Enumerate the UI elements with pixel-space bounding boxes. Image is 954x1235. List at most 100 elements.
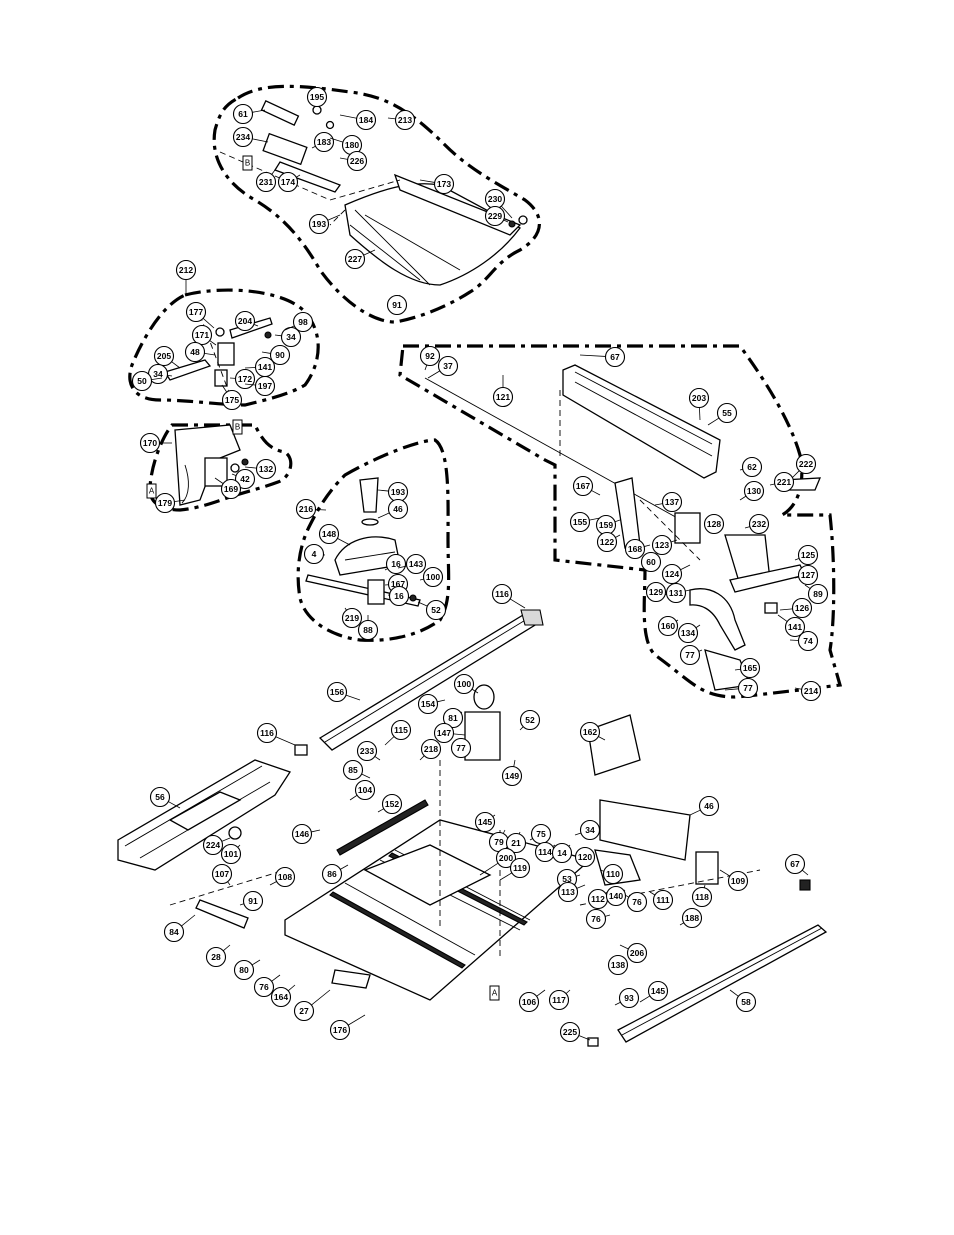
callout-circle <box>270 986 292 1008</box>
callout-leader <box>329 137 344 143</box>
callout-circle <box>651 534 673 556</box>
callout-leader <box>271 169 276 175</box>
callout-circle <box>491 583 513 605</box>
callout-circle <box>254 375 276 397</box>
callout-46: 46 <box>377 498 409 520</box>
callout-155: 155 <box>569 511 601 533</box>
callout-number: 115 <box>394 725 408 735</box>
callout-circle <box>306 86 328 108</box>
callout-leader <box>794 558 800 561</box>
callout-circle <box>688 387 710 409</box>
callout-34: 34 <box>574 819 601 841</box>
callout-circle <box>800 680 822 702</box>
callout-number: 128 <box>707 519 721 529</box>
callout-circle <box>559 1021 581 1043</box>
callout-circle <box>737 677 759 699</box>
callout-circle <box>681 907 703 929</box>
reference-mark-b-2: B <box>232 419 243 435</box>
callout-circle <box>605 885 627 907</box>
callout-147: 147 <box>433 722 466 744</box>
callout-circle <box>492 386 514 408</box>
callout-number: 172 <box>238 374 252 384</box>
callout-37: 37 <box>427 355 459 379</box>
callout-leader <box>202 318 215 329</box>
callout-circle <box>665 582 687 604</box>
callout-number: 88 <box>363 625 373 635</box>
callout-46: 46 <box>689 795 720 817</box>
callout-52: 52 <box>417 599 447 621</box>
callout-number: 184 <box>359 115 373 125</box>
callout-230: 230 <box>484 188 513 219</box>
callout-leader <box>168 801 181 809</box>
callout-110: 110 <box>599 863 624 885</box>
callout-leader <box>252 109 266 113</box>
callout-number: 100 <box>426 572 440 582</box>
callout-circle <box>354 779 376 801</box>
callout-67: 67 <box>784 853 809 876</box>
callout-number: 149 <box>505 771 519 781</box>
reference-mark-b: B <box>242 155 253 171</box>
callout-leader <box>679 922 684 926</box>
callout-number: 222 <box>799 459 813 469</box>
callout-circle <box>274 866 296 888</box>
callout-leader <box>707 417 720 426</box>
callout-leader <box>244 466 257 469</box>
callout-number: 212 <box>179 265 193 275</box>
callout-circle <box>433 722 455 744</box>
callout-77: 77 <box>724 677 759 699</box>
callout-circle <box>450 737 472 759</box>
callout-number: 79 <box>494 837 504 847</box>
reference-mark-a-label: A <box>492 989 498 998</box>
callout-number: 116 <box>495 589 509 599</box>
callout-number: 34 <box>153 369 163 379</box>
callout-circle <box>185 301 207 323</box>
callout-circle <box>797 544 819 566</box>
callout-number: 140 <box>609 891 623 901</box>
callout-leader <box>284 325 295 331</box>
callout-174: 174 <box>277 171 301 193</box>
callout-52: 52 <box>519 709 541 731</box>
callout-circle <box>211 863 233 885</box>
callout-number: 50 <box>137 376 147 386</box>
callout-circle <box>163 921 185 943</box>
callout-circle <box>433 173 455 195</box>
callout-leader <box>644 544 651 547</box>
callout-number: 48 <box>190 347 200 357</box>
callout-176: 176 <box>329 1014 366 1041</box>
callout-number: 130 <box>747 486 761 496</box>
callout-leader <box>699 407 701 421</box>
callout-circle <box>184 341 206 363</box>
callout-leader <box>275 736 296 746</box>
callout-circle <box>175 259 197 281</box>
callout-76: 76 <box>253 974 281 998</box>
callout-number: 206 <box>630 948 644 958</box>
callout-number: 147 <box>437 728 451 738</box>
callout-number: 193 <box>391 487 405 497</box>
callout-leader <box>419 578 424 581</box>
callout-leader <box>479 862 499 876</box>
callout-leader <box>791 470 800 479</box>
callout-leader <box>685 589 691 592</box>
callout-circle <box>661 563 683 585</box>
callout-200: 200 <box>479 847 517 876</box>
callout-number: 112 <box>591 894 605 904</box>
callout-circle <box>501 765 523 787</box>
callout-number: 27 <box>299 1006 309 1016</box>
callout-169: 169 <box>214 477 242 500</box>
callout-leader <box>221 837 231 842</box>
callout-leader <box>274 334 282 337</box>
callout-75: 75 <box>529 823 552 845</box>
callout-229: 229 <box>484 205 509 227</box>
callout-leader <box>315 509 327 511</box>
callout-leader <box>734 668 741 671</box>
callout-number: 37 <box>443 361 453 371</box>
callout-circle <box>548 989 570 1011</box>
callout-188: 188 <box>679 907 703 929</box>
callout-leader <box>377 808 384 813</box>
callout-leader <box>615 534 621 538</box>
callout-109: 109 <box>719 869 749 892</box>
callout-number: 141 <box>788 622 802 632</box>
callout-circle <box>387 498 409 520</box>
callout-circle <box>679 644 701 666</box>
callout-leader <box>347 1014 366 1026</box>
